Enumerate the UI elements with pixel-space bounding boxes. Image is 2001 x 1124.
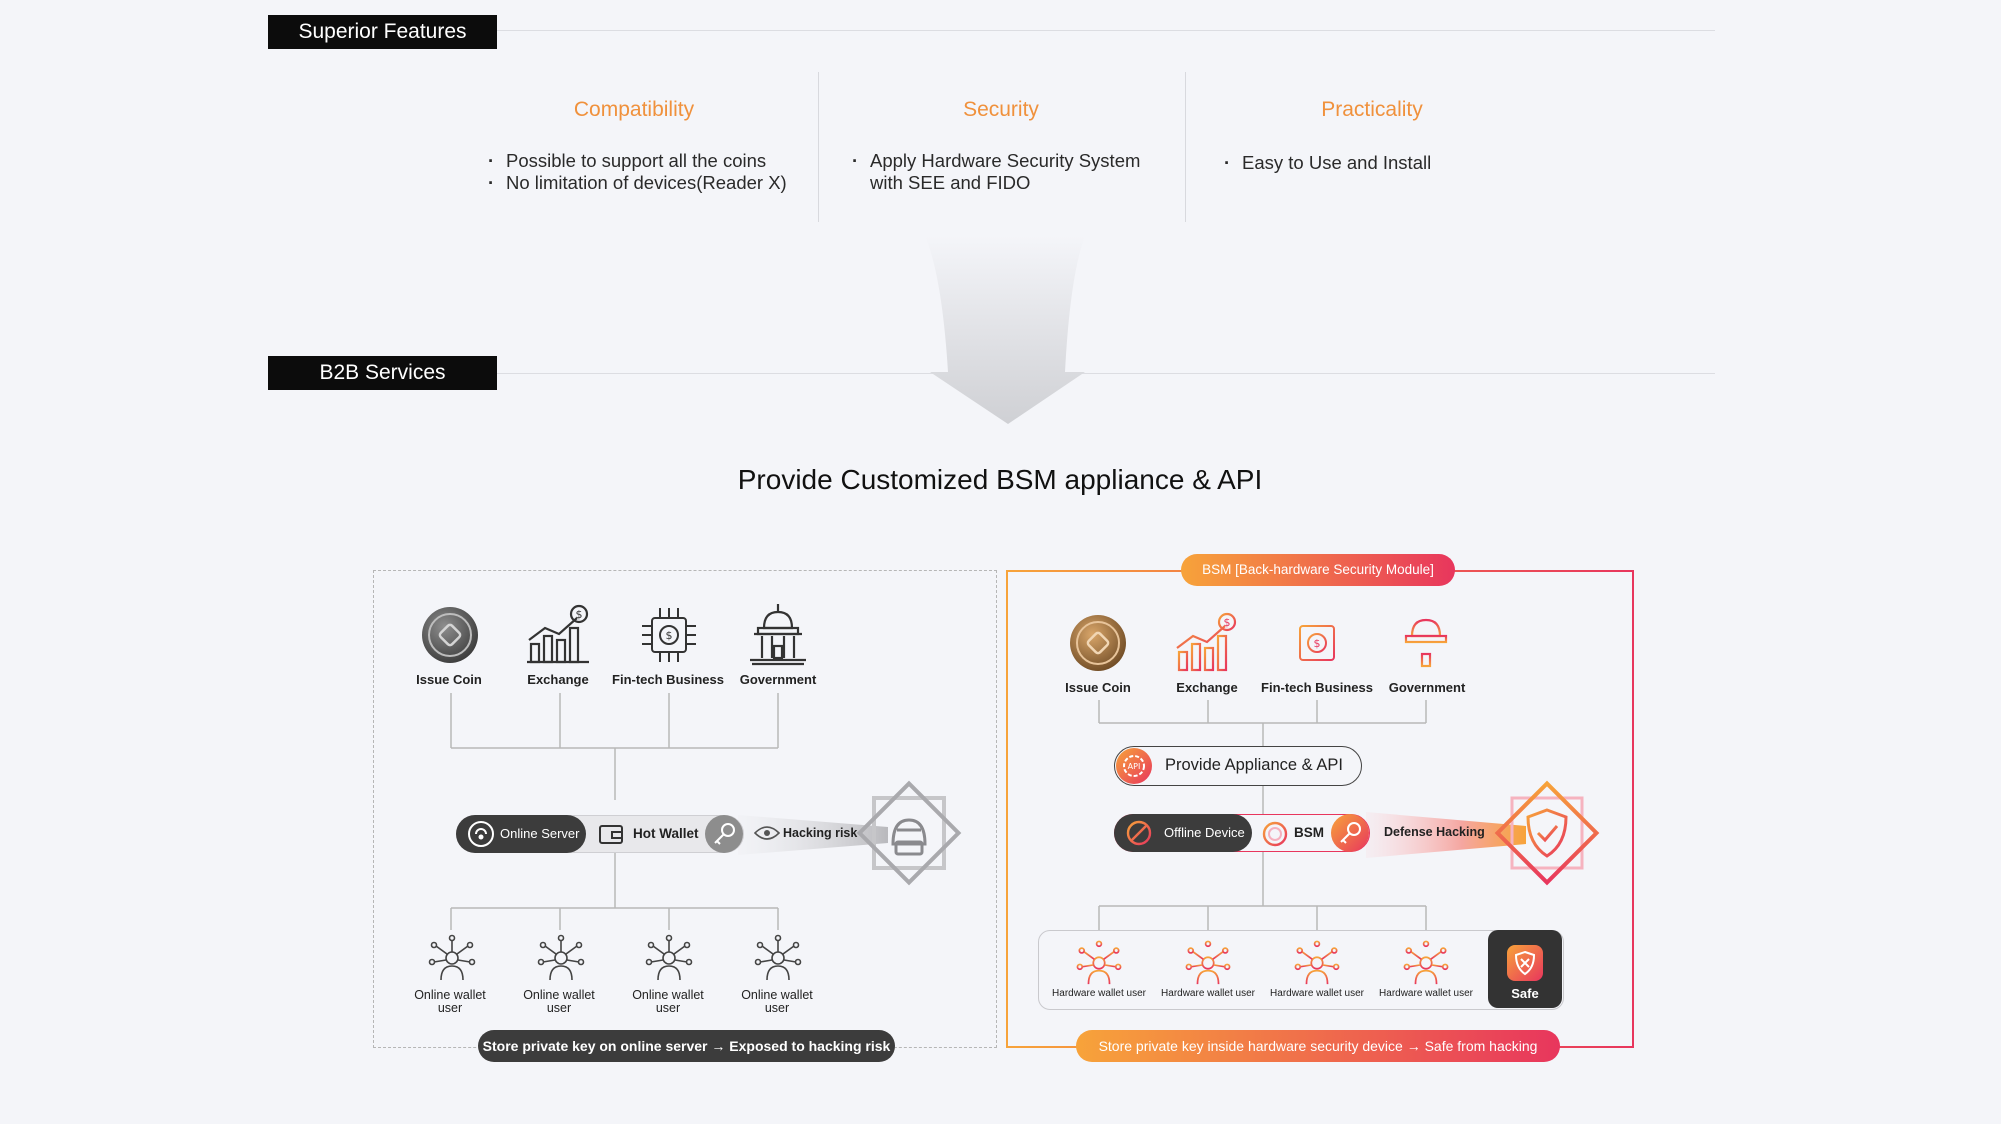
government-icon [750, 604, 806, 666]
entity-label: Government [1388, 680, 1466, 695]
svg-text:API: API [1128, 762, 1141, 771]
section-divider [497, 30, 1715, 31]
bsm-header-pill: BSM [Back-hardware Security Module] [1181, 554, 1455, 586]
feature-divider [1185, 72, 1186, 222]
feature-item: No limitation of devices(Reader X) [488, 172, 818, 194]
key-icon [705, 815, 743, 853]
shield-icon [1494, 780, 1600, 886]
user-label: Hardware wallet user [1270, 988, 1364, 999]
svg-text:$: $ [666, 629, 673, 642]
feature-title-compatibility: Compatibility [573, 98, 695, 121]
provide-api-label: Provide Appliance & API [1165, 756, 1343, 774]
exchange-icon: $ [527, 604, 589, 664]
down-arrow-icon [925, 236, 1085, 424]
user-network-icon [537, 934, 585, 981]
chip-icon: $ [642, 608, 696, 662]
government-icon [1398, 612, 1454, 674]
online-server-label: Online Server [500, 826, 580, 841]
eye-icon [754, 826, 780, 840]
offline-device-label: Offline Device [1164, 825, 1245, 840]
section-tag-b2b: B2B Services [268, 356, 497, 390]
user-network-icon [1403, 940, 1449, 985]
offline-icon [1126, 820, 1152, 846]
svg-text:$: $ [1224, 616, 1231, 629]
user-label: Hardware wallet user [1379, 988, 1473, 999]
provide-api-pill [1114, 746, 1362, 786]
feature-item: Easy to Use and Install [1224, 152, 1524, 174]
connector-lines [450, 693, 779, 930]
entity-label: Fin-tech Business [1261, 680, 1373, 695]
user-label: Online wallet user [632, 988, 704, 1015]
defense-beam [1366, 812, 1526, 858]
entity-label: Issue Coin [416, 672, 482, 687]
entity-label: Exchange [527, 672, 589, 687]
feature-list-compatibility: Possible to support all the coins No lim… [488, 150, 818, 194]
defense-hacking-label: Defense Hacking [1384, 825, 1485, 839]
user-network-icon [1076, 940, 1122, 985]
section-tag-superior: Superior Features [268, 15, 497, 49]
hacking-risk-label: Hacking risk [783, 826, 858, 840]
coin-icon [422, 607, 478, 663]
svg-text:$: $ [576, 608, 583, 621]
feature-title-practicality: Practicality [1321, 98, 1423, 121]
feature-list-security: Apply Hardware Security System with SEE … [852, 150, 1172, 194]
exchange-icon: $ [1175, 612, 1237, 672]
feature-list-practicality: Easy to Use and Install [1224, 152, 1524, 174]
api-icon: API [1116, 748, 1152, 784]
feature-item: Possible to support all the coins [488, 150, 818, 172]
section-divider [497, 373, 1715, 374]
main-title: Provide Customized BSM appliance & API [737, 464, 1263, 495]
safe-shield-icon [1507, 945, 1543, 981]
svg-text:$: $ [1314, 637, 1321, 650]
user-label: Online wallet user [741, 988, 813, 1015]
hardware-users-box [1038, 930, 1564, 1010]
key-icon [1331, 814, 1369, 852]
left-footer-pill: Store private key on online server → Exp… [478, 1030, 895, 1062]
server-icon [468, 821, 494, 847]
chip-icon: $ [1290, 616, 1344, 670]
feature-title-security: Security [963, 98, 1039, 121]
entity-label: Exchange [1176, 680, 1238, 695]
hacker-icon [856, 780, 962, 886]
offline-device-pill [1114, 814, 1252, 852]
bsm-label: BSM [1294, 825, 1324, 840]
entity-label: Fin-tech Business [612, 672, 724, 687]
hot-wallet-label: Hot Wallet [633, 826, 699, 841]
user-label: Online wallet user [523, 988, 595, 1015]
feature-divider [818, 72, 819, 222]
user-network-icon [1294, 940, 1340, 985]
user-network-icon [645, 934, 693, 981]
wallet-icon [599, 825, 623, 844]
user-label: Hardware wallet user [1052, 988, 1146, 999]
feature-item: Apply Hardware Security System with SEE … [852, 150, 1172, 194]
user-network-icon [754, 934, 802, 981]
user-label: Online wallet user [414, 988, 486, 1015]
user-label: Hardware wallet user [1161, 988, 1255, 999]
coin-icon [1070, 615, 1126, 671]
user-network-icon [428, 934, 476, 981]
entity-label: Government [739, 672, 817, 687]
safe-label: Safe [1511, 986, 1539, 1001]
connector-lines [1098, 700, 1427, 930]
bsm-icon [1262, 821, 1288, 847]
hacking-beam [738, 815, 888, 855]
user-network-icon [1185, 940, 1231, 985]
entity-label: Issue Coin [1065, 680, 1131, 695]
online-server-pill [456, 815, 586, 853]
right-footer-pill: Store private key inside hardware securi… [1076, 1030, 1560, 1062]
